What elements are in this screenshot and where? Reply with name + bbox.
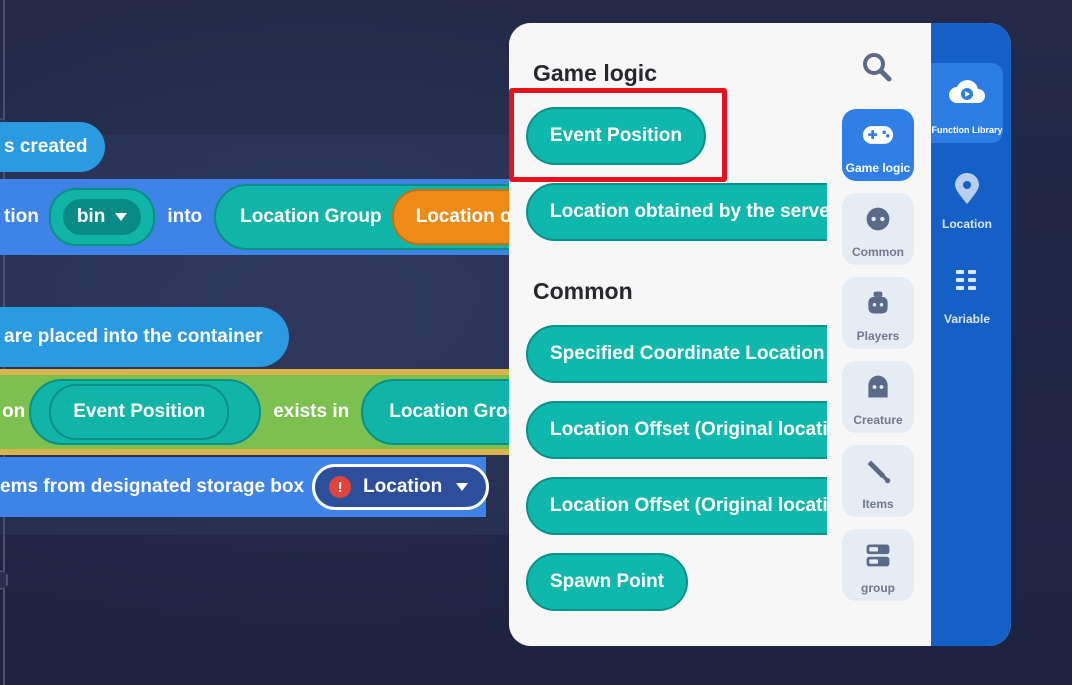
- warning-icon: !: [329, 476, 352, 498]
- category-creature[interactable]: Creature: [842, 361, 914, 433]
- player-icon: [868, 291, 888, 314]
- chevron-down-icon: [456, 483, 469, 491]
- event-hat-label: s created: [4, 136, 88, 157]
- variable-slot[interactable]: bin: [48, 188, 156, 246]
- sidebar-label: Variable: [943, 312, 991, 326]
- sidebar-label: Location: [942, 217, 992, 231]
- group-icon: [866, 544, 890, 567]
- sidebar-item-location[interactable]: Location: [931, 159, 1003, 239]
- block-connector: [0, 570, 8, 590]
- statement-block[interactable]: ems from designated storage box ! Locati…: [0, 457, 490, 517]
- library-item-location-offset[interactable]: Location Offset (Original location: [526, 401, 827, 459]
- condition-slot[interactable]: Event Position: [29, 379, 262, 445]
- location-group-block[interactable]: Location Group Location of: [214, 184, 544, 250]
- chevron-down-icon: [115, 213, 128, 221]
- sidebar-item-function-library[interactable]: Function Library: [931, 63, 1003, 143]
- category-label: Creature: [853, 413, 903, 427]
- category-common[interactable]: Common: [842, 193, 914, 265]
- library-item-label: Location Offset (Original location: [550, 419, 827, 440]
- location-select-value: Location: [363, 476, 443, 497]
- event-position-block[interactable]: Event Position: [49, 384, 230, 440]
- common-face-icon: [866, 207, 890, 231]
- library-item-label: Location obtained by the server: [550, 201, 827, 222]
- condition-block[interactable]: on Event Position exists in Location Gro…: [0, 375, 559, 449]
- library-item-label: Location Offset (Original location: [550, 495, 827, 516]
- section-title-common: Common: [533, 278, 633, 304]
- location-group-label: Location Group: [240, 206, 382, 227]
- category-players[interactable]: Players: [842, 277, 914, 349]
- search-icon[interactable]: [861, 51, 893, 83]
- sidebar-item-variable[interactable]: Variable: [931, 254, 1003, 334]
- category-items[interactable]: Items: [842, 445, 914, 517]
- condition-label: on: [2, 401, 26, 422]
- library-item-specified-coordinate-location[interactable]: Specified Coordinate Location: [526, 325, 827, 383]
- location-of-label: Location of: [415, 206, 518, 227]
- category-game-logic[interactable]: Game logic: [842, 109, 914, 181]
- library-item-label: Specified Coordinate Location: [550, 343, 825, 364]
- event-hat-block[interactable]: are placed into the container: [0, 307, 289, 367]
- gamepad-icon: [862, 126, 894, 144]
- library-sidebar: Function Library Location Variable: [931, 23, 1011, 646]
- variable-dropdown[interactable]: bin: [62, 199, 142, 235]
- event-hat-block[interactable]: s created: [0, 122, 106, 172]
- variable-icon: [956, 270, 976, 290]
- library-item-label: Spawn Point: [550, 571, 664, 592]
- section-title-game-logic: Game logic: [533, 60, 657, 86]
- statement-label: into: [167, 206, 203, 227]
- library-item-label: Event Position: [550, 125, 682, 146]
- function-library-icon: [949, 80, 985, 103]
- condition-label: exists in: [273, 401, 350, 422]
- event-position-label: Event Position: [73, 401, 206, 422]
- statement-block[interactable]: tion bin into Location Group Location of: [0, 179, 544, 255]
- category-label: Items: [862, 497, 894, 511]
- block-list[interactable]: Game logic Event Position Location obtai…: [509, 23, 827, 646]
- variable-dropdown-value: bin: [76, 206, 106, 227]
- statement-label: tion: [4, 206, 39, 227]
- category-label: Common: [852, 245, 904, 259]
- selection-highlight: [509, 88, 727, 182]
- category-column: Game logic Common Players: [827, 23, 931, 646]
- library-item-event-position[interactable]: Event Position: [526, 107, 706, 165]
- statement-label: ems from designated storage box: [0, 476, 305, 497]
- category-group[interactable]: group: [842, 529, 914, 601]
- sword-icon: [867, 460, 891, 484]
- library-item-location-offset[interactable]: Location Offset (Original location: [526, 477, 827, 535]
- event-hat-label: are placed into the container: [4, 326, 263, 347]
- function-library-panel: Game logic Event Position Location obtai…: [509, 23, 1011, 646]
- category-label: Players: [856, 329, 900, 343]
- library-item-spawn-point[interactable]: Spawn Point: [526, 553, 688, 611]
- sidebar-label: Function Library: [931, 125, 1003, 135]
- category-label: Game logic: [845, 161, 911, 175]
- creature-icon: [868, 375, 888, 398]
- location-select[interactable]: ! Location: [312, 464, 490, 510]
- location-pin-icon: [955, 173, 979, 204]
- library-item-location-obtained-by-server[interactable]: Location obtained by the server: [526, 183, 827, 241]
- location-group-label: Location Group: [389, 401, 531, 422]
- category-label: group: [861, 581, 895, 595]
